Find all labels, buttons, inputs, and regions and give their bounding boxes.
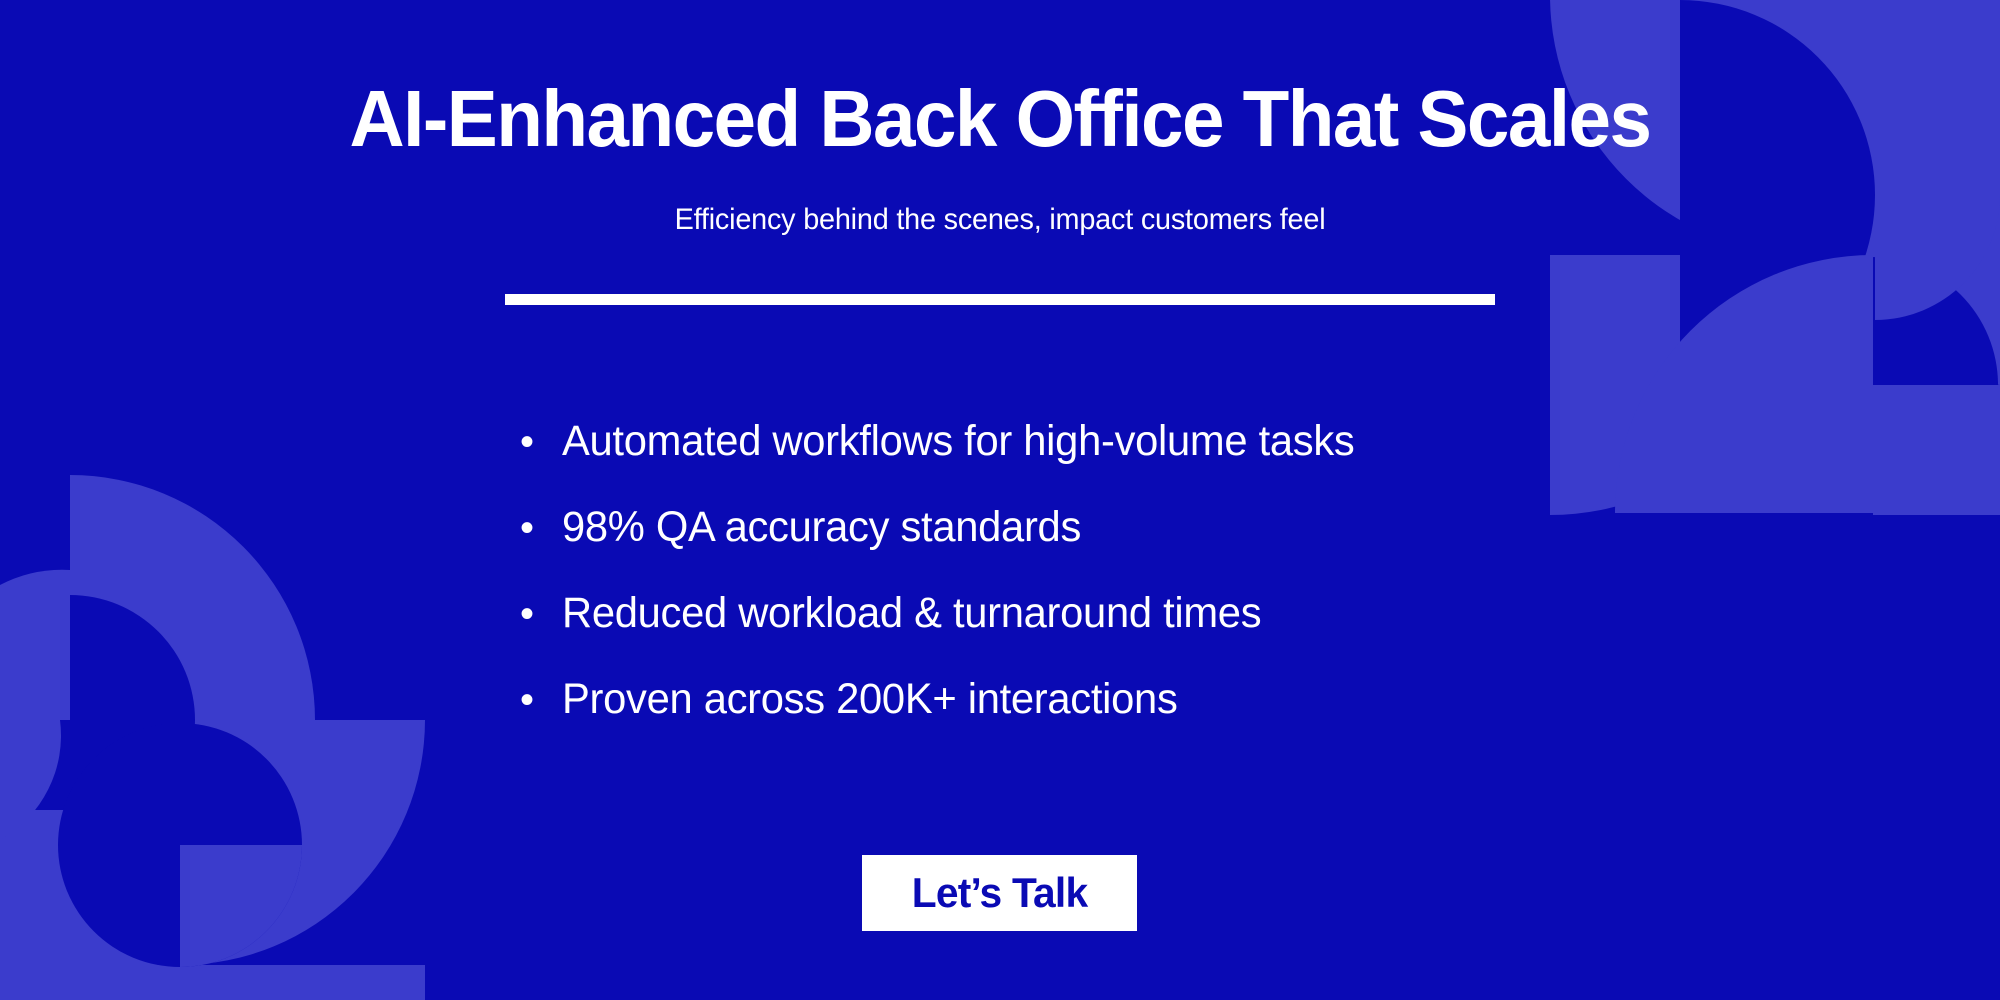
list-item: • Reduced workload & turnaround times — [0, 592, 2000, 635]
list-item: • Proven across 200K+ interactions — [0, 678, 2000, 721]
bullet-marker-icon: • — [520, 592, 535, 636]
list-item-label: Automated workflows for high-volume task… — [562, 417, 1355, 465]
page-title: AI-Enhanced Back Office That Scales — [349, 74, 1652, 163]
bullet-marker-icon: • — [520, 506, 535, 550]
lets-talk-button[interactable]: Let’s Talk — [862, 855, 1137, 931]
lets-talk-button-label: Let’s Talk — [911, 869, 1088, 916]
page-subtitle: Efficiency behind the scenes, impact cus… — [674, 203, 1326, 236]
list-item: • Automated workflows for high-volume ta… — [0, 420, 2000, 463]
list-item: • 98% QA accuracy standards — [0, 506, 2000, 549]
bullet-marker-icon: • — [520, 678, 535, 722]
bullet-marker-icon: • — [520, 420, 535, 464]
list-item-label: Reduced workload & turnaround times — [562, 589, 1262, 637]
divider-rule — [505, 294, 1495, 305]
list-item-label: Proven across 200K+ interactions — [562, 675, 1178, 723]
list-item-label: 98% QA accuracy standards — [562, 503, 1082, 551]
